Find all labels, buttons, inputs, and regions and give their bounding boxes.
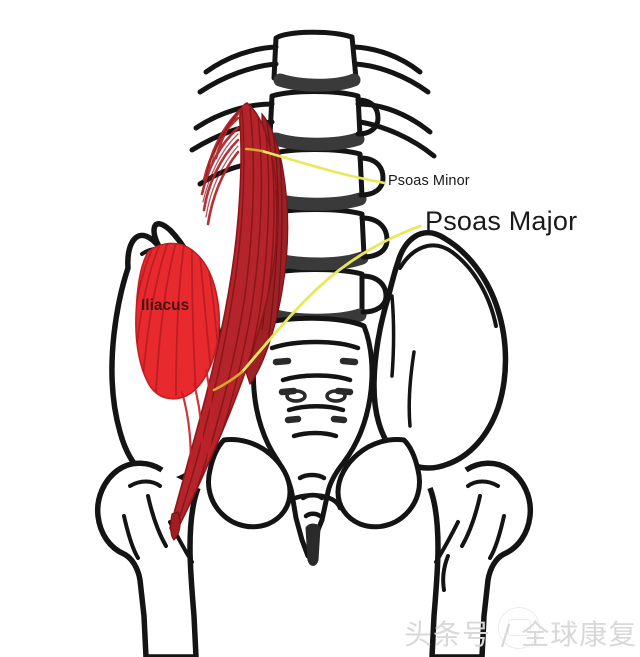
transverse-processes-right	[351, 44, 437, 159]
right-ilium-arcuate-line	[390, 294, 396, 378]
right-femoral-neck-line	[460, 494, 482, 548]
right-ilium-inner-contour	[407, 350, 416, 428]
right-femur-inner-line	[488, 514, 506, 560]
leader-line-psoas-minor	[260, 149, 387, 185]
right-femur	[427, 460, 534, 657]
left-greater-trochanter	[128, 479, 162, 488]
pubic-symphysis	[287, 492, 343, 511]
coccyx-tip	[305, 523, 321, 566]
left-femur	[94, 460, 201, 657]
disc-l1-l2	[269, 132, 365, 151]
left-femoral-neck-line	[146, 494, 168, 548]
right-lesser-trochanter	[441, 554, 450, 592]
sacral-ridges	[269, 339, 361, 439]
right-ilium	[371, 230, 509, 471]
watermark: 头条号 / 全球康复	[404, 607, 638, 653]
leader-line-psoas-minor-tip	[244, 147, 264, 153]
right-obturator-foramen	[335, 437, 422, 530]
left-obturator-foramen	[206, 437, 293, 530]
leader-line-psoas-major	[240, 224, 422, 374]
right-intertrochanteric-line	[434, 520, 460, 564]
right-iliac-crest-inner	[398, 243, 498, 328]
label-iliacus: Iliacus	[141, 297, 190, 314]
left-femur-inner-line	[122, 514, 140, 560]
iliopsoas-confluence	[180, 368, 213, 480]
iliopsoas-tendon	[170, 511, 181, 541]
right-greater-trochanter	[466, 479, 500, 488]
leader-lines	[212, 147, 422, 392]
label-psoas-minor: Psoas Minor	[388, 173, 470, 189]
sacral-foramina-rings	[285, 389, 347, 403]
psoas-origin-fibers-dark	[202, 107, 243, 218]
label-psoas-major: Psoas Major	[425, 206, 578, 236]
disc-t12-l1	[273, 73, 361, 92]
iliacus-muscle	[135, 242, 220, 400]
circle-logo-icon	[498, 607, 540, 649]
watermark-text: 头条号 / 全球康复	[404, 618, 638, 651]
leader-line-psoas-major-tip	[212, 370, 244, 392]
